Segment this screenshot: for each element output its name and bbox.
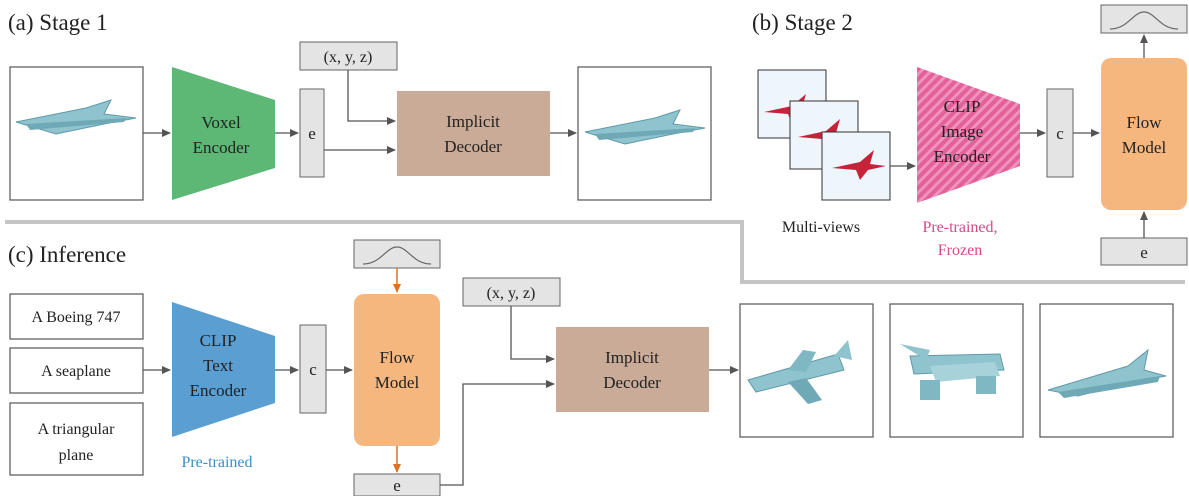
svg-text:A Boeing 747: A Boeing 747 [32, 309, 121, 326]
stage1-latent-e: e [299, 88, 325, 178]
svg-text:Flow: Flow [380, 348, 416, 367]
svg-text:Image: Image [941, 122, 983, 141]
voxel-encoder: Voxel Encoder [172, 67, 275, 200]
stage2-title: (b) Stage 2 [752, 10, 853, 35]
inference-latent-e: e [353, 473, 441, 496]
svg-text:CLIP: CLIP [944, 97, 981, 116]
stage1-title: (a) Stage 1 [8, 10, 108, 35]
svg-text:Text: Text [203, 356, 233, 375]
svg-text:e: e [393, 476, 401, 495]
svg-text:(x, y, z): (x, y, z) [324, 49, 373, 66]
pretrained-caption: Pre-trained [181, 454, 252, 471]
inference-gaussian-input [353, 239, 441, 269]
inference-cond-c: c [299, 324, 327, 414]
svg-text:Decoder: Decoder [603, 373, 661, 392]
svg-text:Encoder: Encoder [190, 381, 247, 400]
svg-text:plane: plane [59, 447, 94, 464]
frozen-caption-line1: Pre-trained, [922, 219, 997, 236]
stage2-flow-model: Flow Model [1101, 58, 1187, 210]
stage2-gaussian-output [1100, 4, 1188, 34]
stage1-output-voxel [577, 66, 712, 201]
output-seaplane-voxel [889, 303, 1024, 438]
prompt-triangular: A triangular plane [9, 402, 144, 476]
stage2-cond-c: c [1046, 88, 1074, 178]
stage1-arrows [143, 70, 577, 154]
svg-text:Decoder: Decoder [444, 137, 502, 156]
clip-text-encoder: CLIP Text Encoder [172, 302, 275, 437]
output-boeing-voxel [739, 303, 874, 438]
svg-text:Encoder: Encoder [934, 147, 991, 166]
svg-text:c: c [309, 360, 317, 379]
svg-text:Implicit: Implicit [605, 348, 659, 367]
output-triangular-voxel [1039, 303, 1174, 438]
svg-text:Model: Model [375, 373, 420, 392]
svg-text:e: e [308, 124, 316, 143]
multiview-images [757, 69, 891, 201]
svg-text:Voxel: Voxel [201, 113, 241, 132]
stage2-latent-e: e [1100, 237, 1188, 266]
inference-title: (c) Inference [8, 242, 126, 267]
inference-arrows [143, 306, 739, 486]
inference-coords-box: (x, y, z) [462, 277, 561, 307]
stage1-input-voxel [9, 66, 144, 201]
inference-flow-model: Flow Model [354, 294, 440, 446]
svg-text:Implicit: Implicit [446, 112, 500, 131]
section-divider [5, 220, 1185, 284]
svg-text:CLIP: CLIP [200, 331, 237, 350]
clip-image-encoder: CLIP Image Encoder [917, 67, 1020, 203]
stage1-implicit-decoder: Implicit Decoder [397, 91, 550, 176]
svg-text:Encoder: Encoder [193, 138, 250, 157]
svg-text:A seaplane: A seaplane [41, 363, 111, 380]
svg-text:Model: Model [1122, 138, 1167, 157]
stage1-coords-box: (x, y, z) [299, 41, 398, 71]
svg-text:(x, y, z): (x, y, z) [487, 285, 536, 302]
stage2-arrows [890, 34, 1148, 238]
multiviews-caption: Multi-views [782, 219, 860, 236]
frozen-caption-line2: Frozen [938, 242, 982, 259]
prompt-boeing: A Boeing 747 [9, 293, 144, 340]
svg-text:A triangular: A triangular [38, 421, 116, 438]
inference-implicit-decoder: Implicit Decoder [556, 327, 709, 412]
svg-text:Flow: Flow [1127, 113, 1163, 132]
svg-text:c: c [1056, 124, 1064, 143]
svg-text:e: e [1140, 243, 1148, 262]
prompt-seaplane: A seaplane [9, 347, 144, 394]
